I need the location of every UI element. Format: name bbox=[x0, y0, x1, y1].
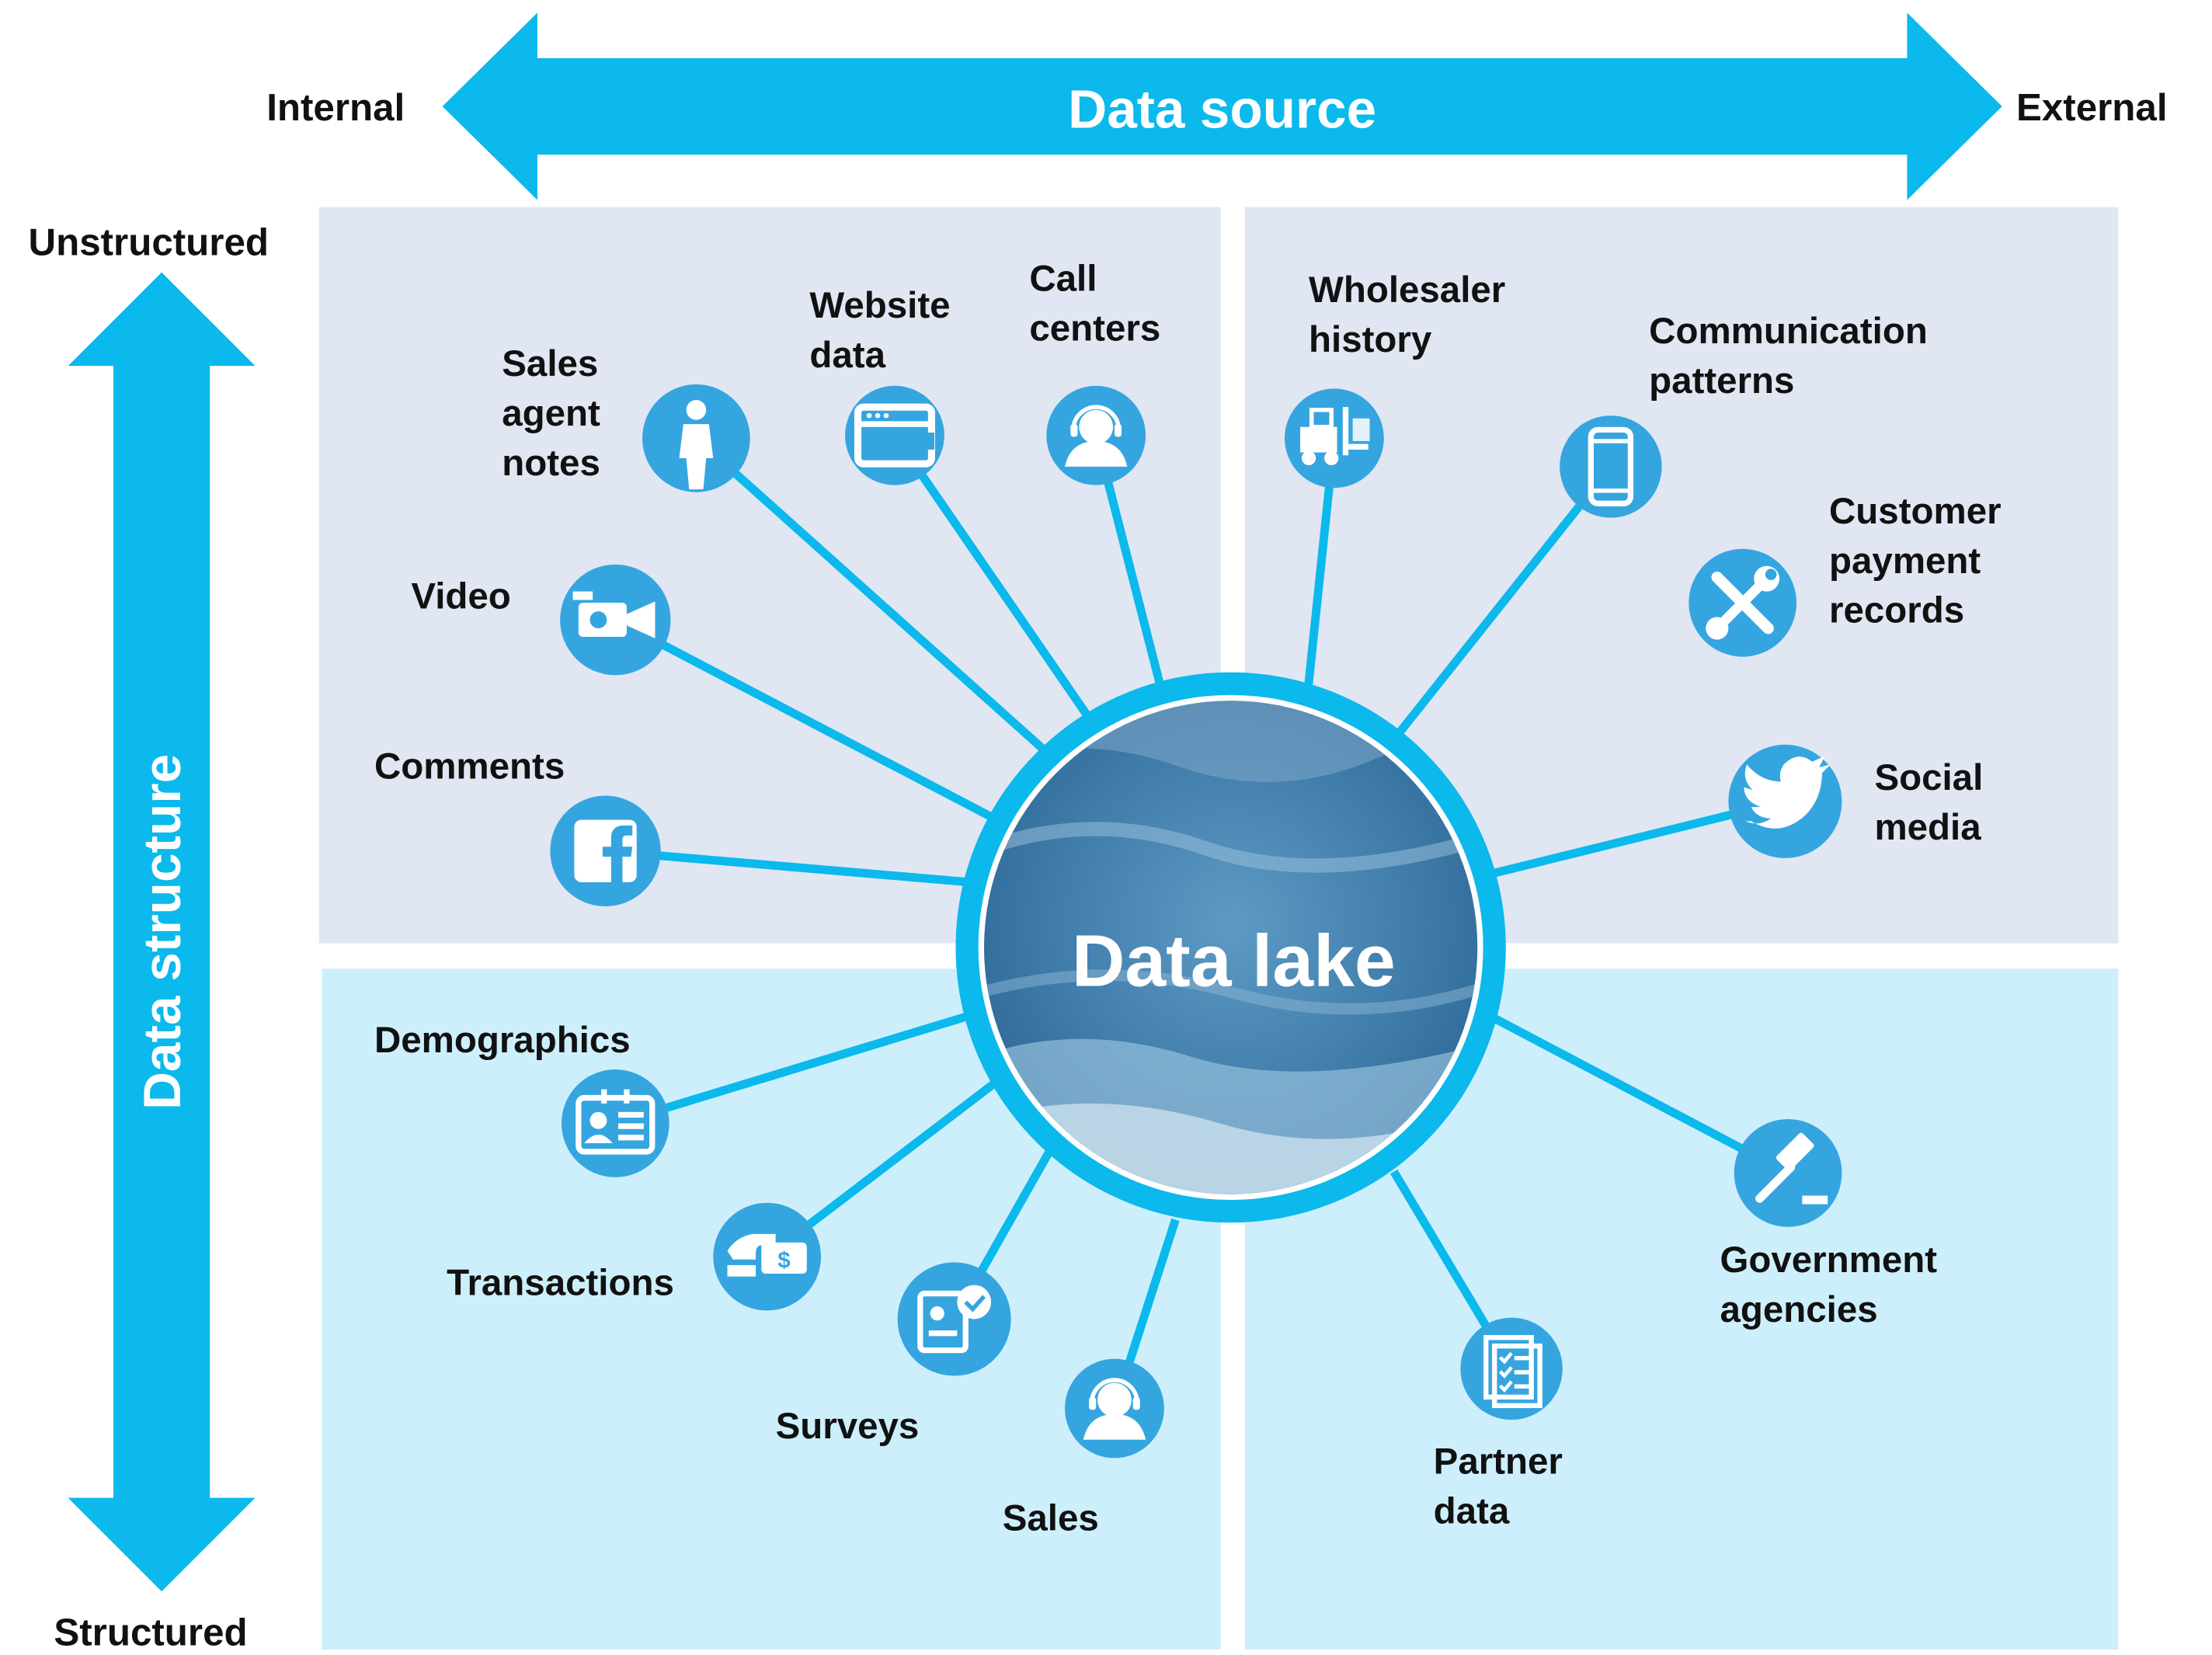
label-video: Video bbox=[411, 574, 511, 617]
label-demographics: Demographics bbox=[374, 1018, 631, 1062]
tools-icon bbox=[1706, 565, 1780, 640]
external-label: External bbox=[2016, 86, 2168, 130]
internal-label: Internal bbox=[266, 86, 405, 130]
data-lake-node: Data lake bbox=[955, 672, 1506, 1223]
label-partner-data: Partner data bbox=[1433, 1439, 1563, 1532]
node-circle-communication-patterns bbox=[1560, 415, 1662, 518]
data-lake-label: Data lake bbox=[1072, 920, 1396, 1002]
label-transactions: Transactions bbox=[447, 1260, 674, 1304]
node-circle-surveys bbox=[897, 1262, 1011, 1376]
card-payment-icon: $ bbox=[727, 1233, 807, 1277]
node-government-agencies bbox=[1734, 1118, 1842, 1227]
label-comments: Comments bbox=[374, 744, 565, 788]
label-communication-patterns: Communication patterns bbox=[1649, 309, 1928, 402]
connector-comments bbox=[605, 847, 971, 887]
gavel-icon bbox=[1755, 1132, 1828, 1205]
node-customer-payment-records bbox=[1689, 548, 1797, 657]
data-source-title: Data source bbox=[1068, 78, 1376, 139]
label-customer-payment-records: Customer payment records bbox=[1829, 489, 2002, 631]
label-sales-agent-notes: Sales agent notes bbox=[502, 342, 600, 484]
label-surveys: Surveys bbox=[775, 1404, 920, 1447]
facebook-icon bbox=[574, 819, 637, 882]
node-communication-patterns bbox=[1560, 415, 1662, 518]
video-camera-icon bbox=[572, 591, 656, 638]
smartphone-icon bbox=[1588, 426, 1634, 506]
data-source-arrow: Data source bbox=[442, 12, 2002, 200]
label-sales: Sales bbox=[1002, 1496, 1099, 1539]
connector-sales-agent-notes bbox=[693, 435, 1052, 758]
headset-agent-icon bbox=[1065, 405, 1128, 467]
browser-window-icon bbox=[854, 403, 935, 468]
label-social-media: Social media bbox=[1874, 756, 1984, 849]
checklist-icon bbox=[1483, 1335, 1542, 1409]
svg-text:$: $ bbox=[777, 1249, 790, 1274]
node-website-data bbox=[845, 385, 944, 485]
node-video bbox=[560, 564, 671, 676]
id-card-icon bbox=[576, 1089, 656, 1155]
node-sales bbox=[1065, 1358, 1164, 1459]
connector-demographics bbox=[614, 1011, 972, 1128]
node-partner-data bbox=[1460, 1317, 1563, 1420]
label-call-centers: Call centers bbox=[1029, 256, 1161, 349]
connector-government-agencies bbox=[1492, 1014, 1790, 1177]
node-social-media bbox=[1728, 744, 1842, 858]
headset-agent-icon bbox=[1083, 1378, 1146, 1440]
structured-label: Structured bbox=[54, 1611, 248, 1654]
node-call-centers bbox=[1046, 385, 1146, 485]
label-government-agencies: Government agencies bbox=[1720, 1238, 1938, 1331]
connector-website-data bbox=[891, 433, 1098, 729]
data-source-arrow-shape bbox=[442, 12, 2002, 200]
survey-check-icon bbox=[917, 1285, 992, 1354]
node-transactions: $ bbox=[713, 1202, 822, 1311]
connector-communication-patterns bbox=[1393, 464, 1615, 739]
label-wholesaler-history: Wholesaler history bbox=[1309, 268, 1506, 360]
connector-video bbox=[613, 616, 999, 824]
node-comments bbox=[550, 795, 661, 907]
node-wholesaler-history bbox=[1284, 388, 1384, 489]
node-sales-agent-notes bbox=[642, 384, 750, 492]
forklift-icon bbox=[1300, 407, 1370, 466]
data-structure-arrow-shape bbox=[68, 272, 256, 1592]
node-surveys bbox=[897, 1262, 1011, 1376]
source-icons: $ bbox=[550, 384, 1842, 1459]
label-website-data: Website data bbox=[809, 283, 951, 376]
unstructured-label: Unstructured bbox=[28, 221, 269, 264]
person-icon bbox=[679, 400, 714, 490]
data-structure-arrow: Data structure bbox=[68, 272, 256, 1592]
twitter-bird-icon bbox=[1744, 756, 1831, 829]
data-structure-title: Data structure bbox=[134, 754, 192, 1110]
node-demographics bbox=[561, 1069, 670, 1177]
